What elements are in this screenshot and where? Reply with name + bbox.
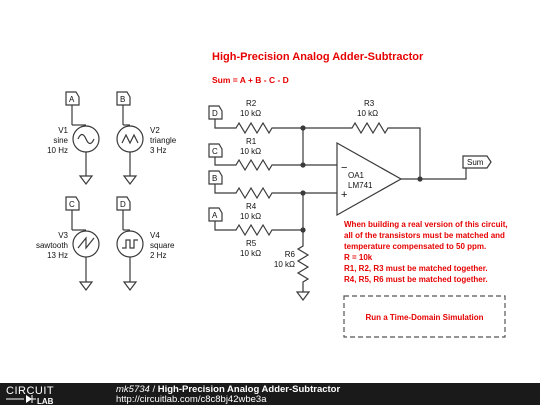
wire (392, 127, 421, 179)
input-tag-d: D (208, 105, 223, 120)
node-tag-c (65, 196, 80, 211)
footer-bar: CIRCUIT LAB mk5734 / High-Precision Anal… (0, 383, 540, 405)
ground-icon (78, 175, 94, 185)
schematic-canvas: High-Precision Analog Adder-Subtractor S… (35, 51, 508, 338)
input-tag-label: D (212, 109, 218, 118)
source-frequency: 2 Hz (150, 251, 166, 260)
wire (214, 157, 232, 166)
source-name: V2 (150, 126, 160, 135)
source-frequency: 13 Hz (47, 251, 68, 260)
note-line: all of the transistors must be matched a… (344, 231, 505, 240)
output-tag (462, 155, 492, 169)
input-tag-label: B (212, 174, 217, 183)
opamp-oa1[interactable]: − + OA1 LM741 (336, 141, 403, 217)
ground-icon (78, 281, 94, 291)
resistor-name: R4 (246, 202, 257, 211)
sine-wave-icon (77, 133, 95, 145)
circuitlab-logo[interactable]: CIRCUIT LAB (4, 383, 86, 405)
resistor-r3[interactable] (348, 121, 392, 135)
opamp-model: LM741 (348, 181, 373, 190)
source-node-label: A (69, 95, 75, 104)
input-tag-b: B (208, 170, 223, 185)
output-label: Sum (467, 158, 484, 167)
schematic-svg: High-Precision Analog Adder-Subtractor S… (36, 51, 508, 338)
source-v3[interactable]: C V3 sawtooth 13 Hz (36, 196, 100, 291)
resistor-value: 10 kΩ (357, 109, 378, 118)
resistor-r5[interactable] (232, 223, 276, 237)
footer-byline: mk5734 / High-Precision Analog Adder-Sub… (116, 384, 340, 395)
note-line: When building a real version of this cir… (344, 220, 508, 229)
junction-dot (300, 190, 306, 196)
source-node-label: B (120, 95, 125, 104)
note-line: R1, R2, R3 must be matched together. (344, 264, 488, 273)
note-line: R4, R5, R6 must be matched together. (344, 275, 488, 284)
ground-icon (122, 281, 138, 291)
sawtooth-wave-icon (77, 236, 95, 250)
resistor-r1[interactable] (232, 158, 276, 172)
input-tag-a: A (208, 207, 223, 222)
wire (214, 119, 232, 129)
source-name: V1 (58, 126, 68, 135)
junction-dot (417, 176, 423, 182)
wire (214, 221, 232, 231)
junction-dot (300, 227, 306, 233)
node-tag-b (116, 91, 131, 106)
source-v2[interactable]: B V2 triangle 3 Hz (116, 91, 177, 185)
resistor-name: R5 (246, 239, 257, 248)
source-node-label: D (120, 200, 126, 209)
equation: Sum = A + B - C - D (212, 75, 289, 85)
junction-dot (300, 162, 306, 168)
logo-top: CIRCUIT (6, 385, 54, 397)
source-waveform: square (150, 241, 175, 250)
resistor-value: 10 kΩ (240, 212, 261, 221)
resistor-r4[interactable] (232, 186, 276, 200)
wire (214, 184, 232, 194)
run-simulation-button[interactable]: Run a Time-Domain Simulation (343, 295, 506, 338)
footer-url[interactable]: http://circuitlab.com/c8c8bj42wbe3a (116, 394, 267, 405)
note-line: temperature compensated to 50 ppm. (344, 242, 486, 251)
opamp-minus: − (341, 162, 347, 174)
triangle-wave-icon (121, 133, 139, 145)
resistor-value: 10 kΩ (240, 147, 261, 156)
resistor-value: 10 kΩ (240, 249, 261, 258)
source-name: V3 (58, 231, 68, 240)
resistor-value: 10 kΩ (274, 260, 295, 269)
opamp-name: OA1 (348, 171, 365, 180)
input-tag-c: C (208, 143, 223, 158)
source-waveform: sine (53, 136, 68, 145)
source-frequency: 3 Hz (150, 146, 166, 155)
resistor-name: R1 (246, 137, 257, 146)
source-waveform: triangle (150, 136, 177, 145)
input-tag-label: C (212, 147, 218, 156)
footer-separator: / (149, 384, 158, 395)
resistor-r2[interactable] (232, 121, 276, 135)
footer-title: High-Precision Analog Adder-Subtractor (157, 384, 341, 395)
footer-user[interactable]: mk5734 (116, 384, 150, 395)
node-tag-a (65, 91, 80, 106)
diagram-title: High-Precision Analog Adder-Subtractor (212, 51, 424, 63)
run-simulation-label: Run a Time-Domain Simulation (365, 313, 483, 322)
source-v1[interactable]: A V1 sine 10 Hz (47, 91, 100, 185)
opamp-plus: + (341, 189, 347, 201)
resistor-name: R6 (285, 250, 296, 259)
ground-icon (122, 175, 138, 185)
note-line: R = 10k (344, 253, 373, 262)
square-wave-icon (122, 239, 138, 249)
input-tag-label: A (212, 211, 218, 220)
ground-icon (295, 291, 311, 301)
source-node-label: C (69, 200, 75, 209)
logo-bottom: LAB (37, 397, 54, 405)
wire (458, 166, 467, 180)
source-frequency: 10 Hz (47, 146, 68, 155)
source-name: V4 (150, 231, 160, 240)
resistor-name: R2 (246, 99, 257, 108)
source-v4[interactable]: D V4 square 2 Hz (116, 196, 175, 291)
resistor-value: 10 kΩ (240, 109, 261, 118)
resistor-r6[interactable] (296, 243, 310, 292)
node-tag-d (116, 196, 131, 211)
resistor-name: R3 (364, 99, 375, 108)
source-waveform: sawtooth (36, 241, 68, 250)
